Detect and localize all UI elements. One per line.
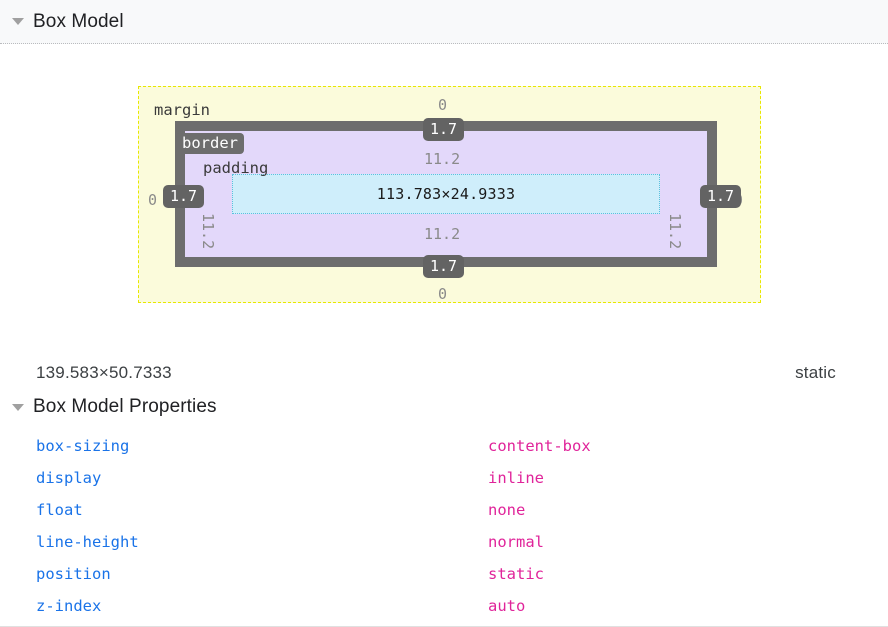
box-model-diagram: 113.783×24.9333 margin border padding 0 …: [0, 45, 888, 337]
property-value[interactable]: none: [488, 501, 526, 519]
property-value[interactable]: content-box: [488, 437, 591, 455]
border-left-value[interactable]: 1.7: [163, 185, 205, 208]
padding-right-value[interactable]: 11.2: [666, 213, 684, 250]
border-bottom-value[interactable]: 1.7: [423, 255, 465, 278]
padding-box[interactable]: 113.783×24.9333: [185, 131, 707, 257]
property-value[interactable]: static: [488, 565, 544, 583]
margin-region-label: margin: [154, 101, 210, 119]
table-row[interactable]: position static: [0, 558, 888, 590]
element-dimensions: 139.583×50.7333: [36, 363, 172, 382]
table-row[interactable]: float none: [0, 494, 888, 526]
property-name[interactable]: float: [36, 501, 83, 519]
table-row[interactable]: line-height normal: [0, 526, 888, 558]
margin-top-value[interactable]: 0: [438, 96, 448, 114]
property-value[interactable]: auto: [488, 597, 526, 615]
border-top-value[interactable]: 1.7: [423, 118, 465, 141]
property-name[interactable]: position: [36, 565, 111, 583]
margin-bottom-value[interactable]: 0: [438, 285, 448, 303]
content-size-label: 113.783×24.9333: [376, 185, 516, 203]
border-region-label: border: [176, 133, 244, 154]
padding-left-value[interactable]: 11.2: [199, 213, 217, 250]
padding-top-value[interactable]: 11.2: [424, 150, 461, 168]
box-model-properties-title: Box Model Properties: [33, 396, 217, 417]
table-row[interactable]: z-index auto: [0, 590, 888, 622]
property-name[interactable]: z-index: [36, 597, 102, 615]
triangle-down-icon[interactable]: [12, 403, 24, 411]
property-value[interactable]: inline: [488, 469, 544, 487]
triangle-down-icon[interactable]: [12, 18, 24, 25]
element-position: static: [795, 363, 836, 382]
property-name[interactable]: box-sizing: [36, 437, 130, 455]
property-name[interactable]: line-height: [36, 533, 139, 551]
box-model-properties-list: box-sizing content-box display inline fl…: [0, 430, 888, 622]
property-value[interactable]: normal: [488, 533, 544, 551]
content-box[interactable]: 113.783×24.9333: [232, 174, 660, 214]
padding-bottom-value[interactable]: 11.2: [424, 225, 461, 243]
box-model-properties-header[interactable]: Box Model Properties: [12, 396, 217, 418]
property-name[interactable]: display: [36, 469, 102, 487]
border-right-value[interactable]: 1.7: [700, 185, 742, 208]
box-model-summary: 139.583×50.7333 static: [0, 352, 888, 394]
table-row[interactable]: box-sizing content-box: [0, 430, 888, 462]
page-title: Box Model: [33, 10, 124, 32]
table-row[interactable]: display inline: [0, 462, 888, 494]
border-box[interactable]: 113.783×24.9333: [175, 121, 717, 267]
padding-region-label: padding: [203, 159, 269, 177]
margin-left-value[interactable]: 0: [148, 191, 158, 209]
box-model-header[interactable]: Box Model: [0, 0, 888, 44]
